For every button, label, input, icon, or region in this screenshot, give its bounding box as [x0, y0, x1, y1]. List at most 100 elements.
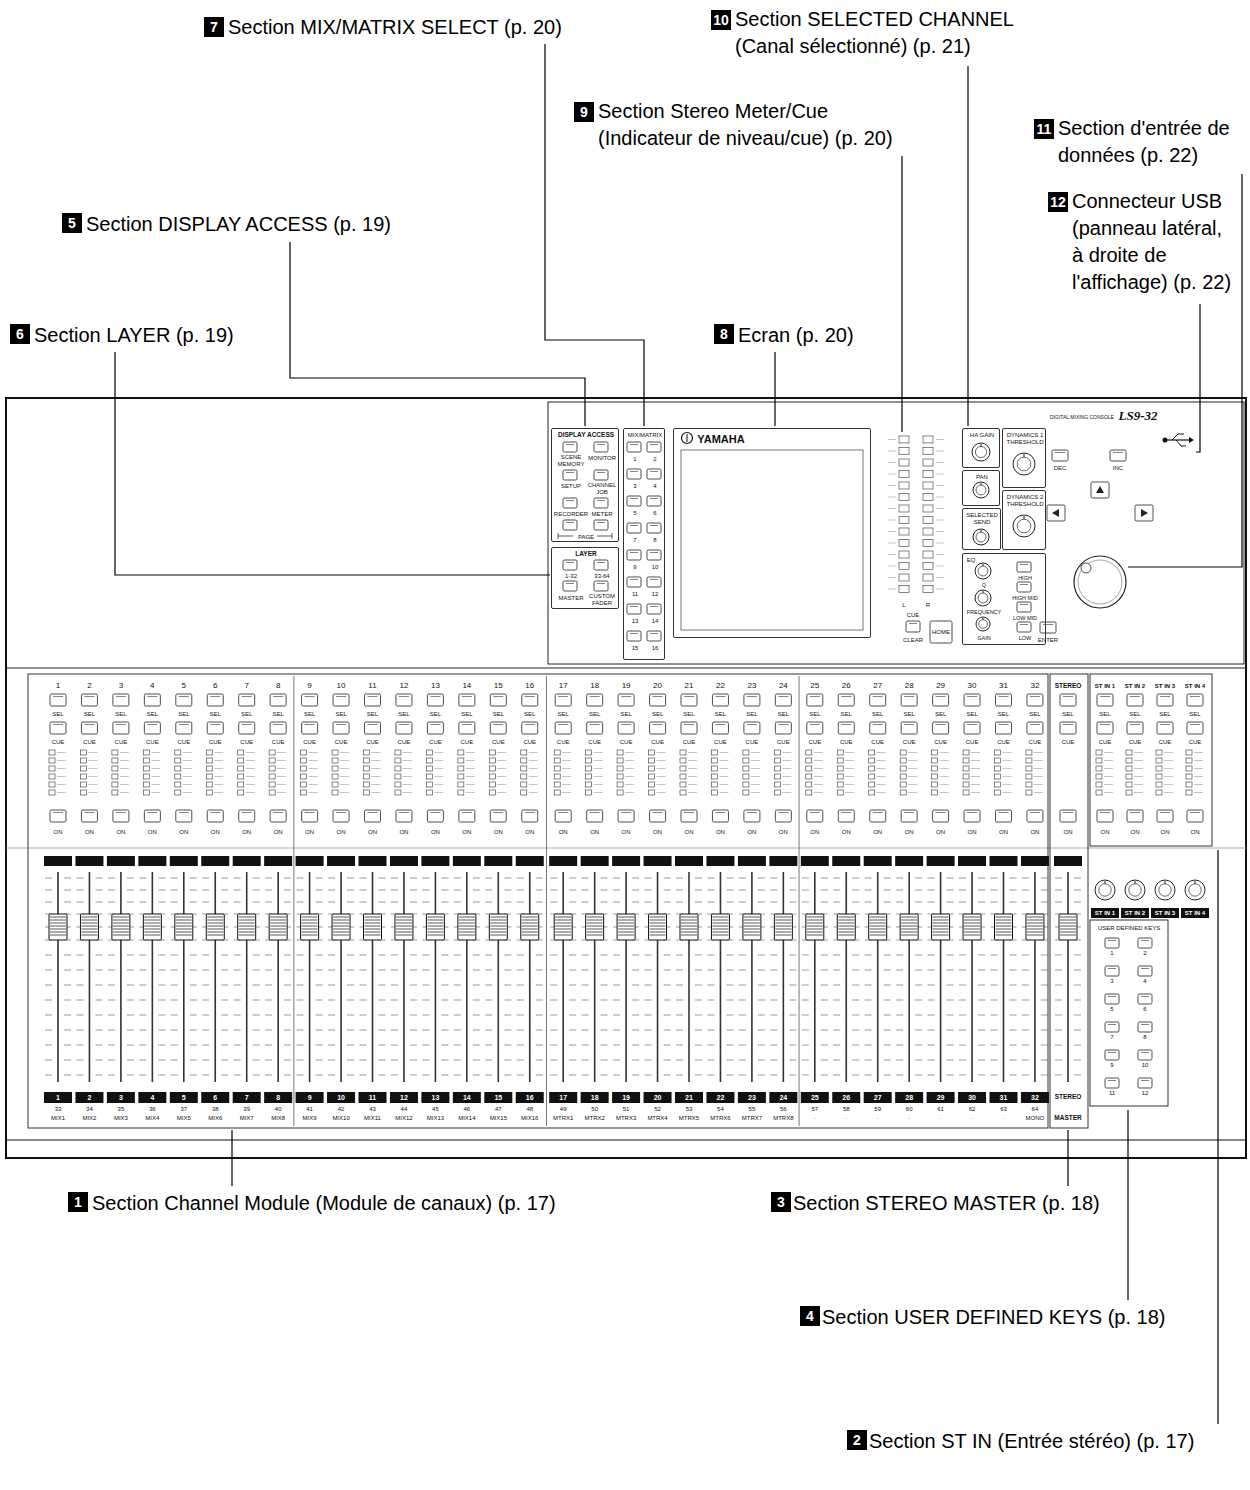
fader-scale: [297, 1015, 304, 1016]
fader-scale: [884, 1060, 891, 1061]
fader-scale: [865, 1075, 872, 1076]
meter-scale: [1104, 792, 1113, 793]
fader-scale: [265, 890, 272, 891]
meter-scale: [751, 784, 760, 785]
name-strip: [644, 856, 672, 866]
fader-scale: [852, 890, 859, 891]
meter-led: [586, 774, 592, 779]
meter-led: [395, 774, 401, 779]
fader-scale: [645, 970, 652, 971]
name-strip: [864, 856, 892, 866]
fader-scale: [253, 890, 260, 891]
fader-scale: [473, 1000, 480, 1001]
fader-grip: [144, 923, 160, 924]
fader-scale: [695, 1060, 702, 1061]
fader-scale: [410, 1045, 417, 1046]
fader-scale: [297, 985, 304, 986]
fader-scale: [328, 955, 335, 956]
fader-grip: [744, 935, 760, 936]
meter-scale: [183, 776, 192, 777]
fader-knob: [963, 914, 981, 940]
meter-scale: [688, 760, 697, 761]
push-button: [396, 810, 412, 822]
fader-scale: [632, 902, 639, 903]
fader-grip: [365, 926, 381, 927]
channel-number-band: [453, 1092, 481, 1103]
fader-scale: [1055, 970, 1062, 971]
push-button: [807, 810, 823, 822]
meter-led: [680, 782, 686, 787]
meter-scale: [688, 768, 697, 769]
button-led: [273, 724, 283, 725]
fader-grip: [996, 932, 1012, 933]
button-led: [1160, 724, 1170, 725]
fader-grip: [365, 917, 381, 918]
fader-grip: [490, 929, 506, 930]
meter-led: [1026, 758, 1032, 763]
channel-number-band: [296, 1092, 324, 1103]
fader-grip: [522, 932, 538, 933]
meter-scale: [88, 760, 97, 761]
fader-scale: [536, 902, 543, 903]
button-led: [368, 724, 378, 725]
meter-led: [900, 750, 906, 755]
meter-scale: [877, 784, 886, 785]
push-button: [807, 722, 823, 734]
fader-scale: [1022, 1015, 1029, 1016]
fader-slot: [340, 872, 342, 1082]
fader-scale: [379, 878, 386, 879]
fader-scale: [1041, 1075, 1048, 1076]
meter-scale: [908, 784, 917, 785]
fader-scale: [726, 1030, 733, 1031]
meter-scale: [751, 752, 760, 753]
fader-scale: [1041, 890, 1048, 891]
fader-scale: [978, 878, 985, 879]
fader-scale: [284, 1015, 291, 1016]
meter-scale: [657, 784, 666, 785]
push-button: [587, 694, 603, 706]
fader-scale: [758, 985, 765, 986]
fader-scale: [360, 985, 367, 986]
fader-grip: [712, 926, 728, 927]
fader-scale: [158, 878, 165, 879]
fader-scale: [485, 878, 492, 879]
fader-grip: [681, 917, 697, 918]
fader-scale: [613, 985, 620, 986]
fader-scale: [1055, 1015, 1062, 1016]
fader-scale: [64, 985, 71, 986]
name-strip: [75, 856, 103, 866]
meter-scale: [403, 768, 412, 769]
push-button: [144, 722, 160, 734]
fader-scale: [410, 1060, 417, 1061]
meter-scale: [1003, 776, 1012, 777]
fader-grip: [302, 917, 318, 918]
push-button: [144, 810, 160, 822]
push-button: [870, 722, 886, 734]
fader-scale: [582, 1015, 589, 1016]
button-led: [936, 812, 946, 813]
button-led: [841, 812, 851, 813]
meter-led: [49, 782, 55, 787]
fader-scale: [896, 890, 903, 891]
fader-scale: [45, 1045, 52, 1046]
meter-led: [1096, 758, 1102, 763]
meter-led: [269, 782, 275, 787]
fader-grip: [870, 917, 886, 918]
meter-led: [1096, 750, 1102, 755]
channel-number-band: [233, 1092, 261, 1103]
fader-scale: [1041, 1000, 1048, 1001]
fader-grip: [365, 935, 381, 936]
fader-scale: [347, 970, 354, 971]
button-led: [810, 812, 820, 813]
meter-led: [743, 750, 749, 755]
fader-scale: [95, 1075, 102, 1076]
fader-slot: [751, 872, 753, 1082]
fader-grip: [712, 923, 728, 924]
push-button: [838, 722, 854, 734]
fader-scale: [316, 1075, 323, 1076]
fader-scale: [76, 985, 83, 986]
fader-scale: [360, 890, 367, 891]
fader-scale: [158, 955, 165, 956]
fader-scale: [517, 1000, 524, 1001]
meter-led: [1096, 782, 1102, 787]
